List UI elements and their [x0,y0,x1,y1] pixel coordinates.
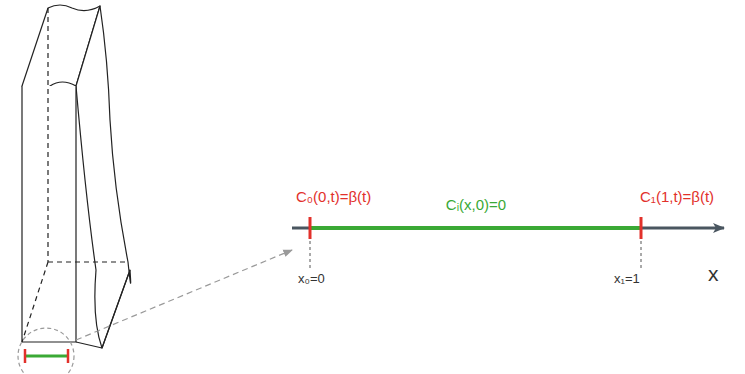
domain-axis [292,217,724,270]
axis-name: x [708,262,719,286]
slab-figure [22,5,131,348]
axis-tick-label: x₁=1 [614,272,640,287]
boundary-condition: C₀(0,t)=β(t) [296,188,371,205]
zoom-callout [18,250,292,374]
boundary-condition: C₁(1,t)=β(t) [640,188,714,205]
axis-tick-label: x₀=0 [298,272,325,287]
initial-condition: Cᵢ(x,0)=0 [446,196,506,213]
